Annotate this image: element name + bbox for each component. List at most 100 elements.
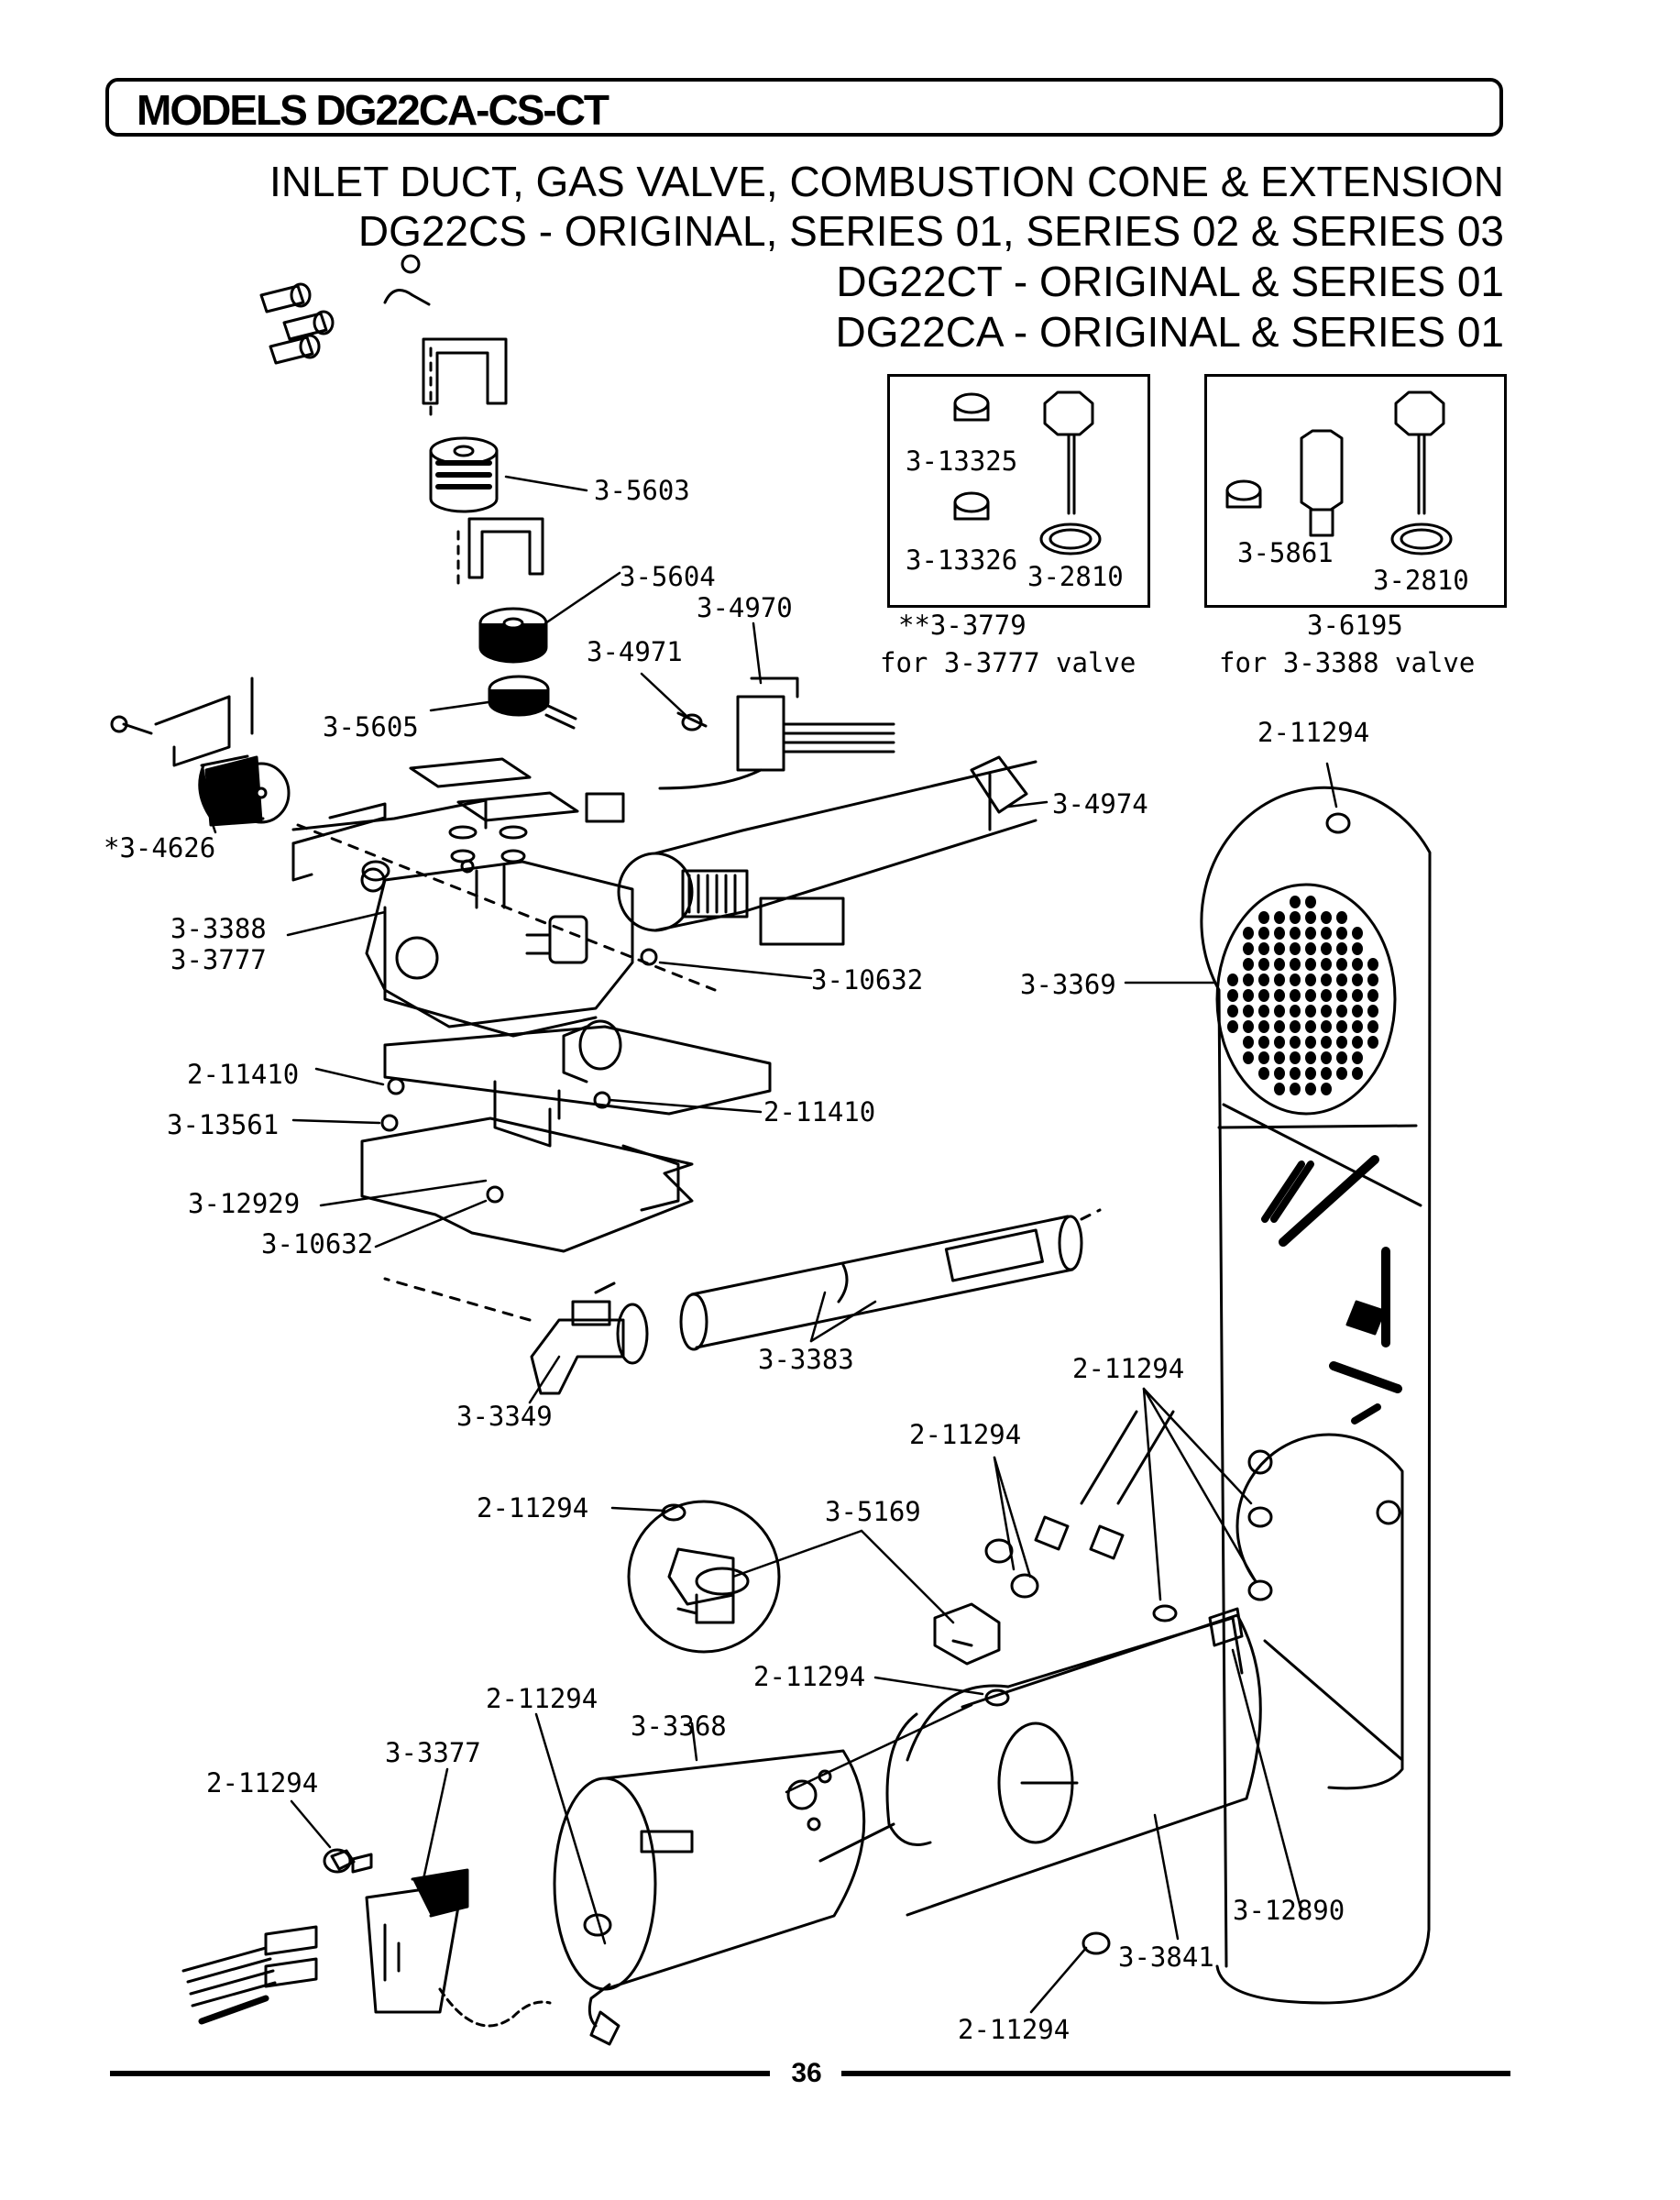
thermostat-icon (933, 1602, 1001, 1666)
leader-lines (202, 475, 1338, 2014)
perforation-hole (1352, 1051, 1363, 1064)
duct-perforation-pattern (1227, 896, 1378, 1095)
part-label-3-2810-left: 3-2810 (1027, 561, 1124, 592)
part-label-3-12929: 3-12929 (188, 1188, 301, 1219)
part-label-3-2810-right: 3-2810 (1373, 565, 1469, 596)
perforation-hole (1336, 1067, 1347, 1080)
part-label-3-5861: 3-5861 (1237, 537, 1334, 568)
part-label-3-13325: 3-13325 (906, 446, 1018, 477)
perforation-hole (1258, 942, 1269, 955)
part-label-2-11410-b: 2-11410 (763, 1096, 876, 1128)
diagram-heading-line-2: DG22CS - ORIGINAL, SERIES 01, SERIES 02 … (357, 207, 1504, 255)
screw-set-icon (259, 282, 335, 365)
perforation-hole (1290, 1005, 1301, 1018)
perforation-hole (1243, 1005, 1254, 1018)
part-label-2-11294-f: 2-11294 (206, 1767, 319, 1798)
solenoid-bracket-icon (383, 254, 508, 424)
perforation-hole (1243, 989, 1254, 1002)
part-label-3-3777: 3-3777 (170, 944, 267, 975)
perforation-hole (1367, 1036, 1378, 1049)
valve-spring-icon (1039, 390, 1102, 556)
perforation-hole (1274, 942, 1285, 955)
part-label-2-11294-c: 2-11294 (477, 1492, 589, 1524)
part-label-3-10632-b: 3-10632 (261, 1228, 374, 1260)
perforation-hole (1305, 927, 1316, 940)
perforation-hole (1243, 942, 1254, 955)
perforation-hole (1274, 927, 1285, 940)
orifice-fitting-icon (1225, 429, 1344, 537)
perforation-hole (1321, 927, 1332, 940)
perforation-hole (1367, 1020, 1378, 1033)
part-label-3-3369: 3-3369 (1020, 969, 1116, 1000)
perforation-hole (1321, 1083, 1332, 1095)
part-label-2-11410-a: 2-11410 (187, 1059, 300, 1090)
perforation-hole (1274, 1051, 1285, 1064)
perforation-hole (1352, 1067, 1363, 1080)
wire-harness-icon (1034, 1410, 1175, 1560)
valve-mount-plate-icon (291, 802, 390, 882)
perforation-hole (1321, 1067, 1332, 1080)
perforation-hole (1290, 1083, 1301, 1095)
perforation-hole (1305, 1051, 1316, 1064)
part-label-3-13561: 3-13561 (167, 1109, 280, 1140)
part-label-3-4626: *3-4626 (104, 832, 216, 864)
perforation-hole (1352, 1036, 1363, 1049)
perforation-hole (1258, 1051, 1269, 1064)
perforation-hole (1352, 974, 1363, 986)
part-label-3-5603: 3-5603 (594, 475, 690, 506)
part-label-3-12890: 3-12890 (1233, 1895, 1345, 1926)
perforation-hole (1274, 911, 1285, 924)
perforation-hole (1227, 989, 1238, 1002)
perforation-hole (1321, 1051, 1332, 1064)
inset-orifice-kit-3388 (1204, 374, 1507, 608)
part-label-2-11294-top: 2-11294 (1257, 717, 1370, 748)
perforation-hole (1336, 911, 1347, 924)
perforation-hole (1305, 942, 1316, 955)
part-label-2-11294-g: 2-11294 (958, 2014, 1071, 2045)
solenoid-coil-side-icon (198, 754, 291, 827)
part-label-3-3841: 3-3841 (1118, 1942, 1214, 1973)
gas-valve-icon (291, 798, 634, 1084)
perforation-hole (1336, 1051, 1347, 1064)
perforation-hole (1243, 1051, 1254, 1064)
diagram-heading-line-1: INLET DUCT, GAS VALVE, COMBUSTION CONE &… (269, 158, 1504, 205)
perforation-hole (1243, 1036, 1254, 1049)
perforation-hole (1258, 1067, 1269, 1080)
perforation-hole (1305, 911, 1316, 924)
perforation-hole (1336, 942, 1347, 955)
part-label-3-4971: 3-4971 (587, 636, 683, 667)
diagram-heading-line-4: DG22CA - ORIGINAL & SERIES 01 (835, 308, 1504, 356)
perforation-hole (1321, 1020, 1332, 1033)
assembly-centerline (296, 823, 1102, 1322)
kit-label-3-3779: **3-3779 (898, 610, 1027, 641)
perforation-hole (1243, 958, 1254, 971)
perforation-hole (1243, 1020, 1254, 1033)
perforation-hole (1352, 958, 1363, 971)
perforation-hole (1290, 896, 1301, 908)
kit-note-3-3388: for 3-3388 valve (1219, 647, 1476, 678)
perforation-hole (1227, 1005, 1238, 1018)
perforation-hole (1305, 1036, 1316, 1049)
perforation-hole (1336, 958, 1347, 971)
part-label-2-11294-a: 2-11294 (1072, 1353, 1185, 1384)
perforation-hole (1258, 927, 1269, 940)
solenoid-coil-icon (429, 436, 499, 513)
perforation-hole (1290, 1067, 1301, 1080)
part-label-3-4974: 3-4974 (1052, 788, 1148, 820)
perforation-hole (1305, 896, 1316, 908)
part-label-3-3388: 3-3388 (170, 913, 267, 944)
page-number: 36 (791, 2058, 822, 2088)
valve-mounting-plate-icon (360, 1025, 772, 1253)
part-label-3-4970: 3-4970 (697, 592, 793, 623)
part-label-2-11294-e: 2-11294 (486, 1683, 598, 1714)
perforation-hole (1367, 974, 1378, 986)
perforation-hole (1258, 1020, 1269, 1033)
perforation-hole (1305, 1005, 1316, 1018)
lower-bracket-icon (456, 517, 544, 588)
perforation-hole (1336, 1036, 1347, 1049)
perforation-hole (1321, 911, 1332, 924)
part-label-3-3383: 3-3383 (758, 1344, 854, 1375)
perforation-hole (1367, 989, 1378, 1002)
perforation-hole (1321, 942, 1332, 955)
